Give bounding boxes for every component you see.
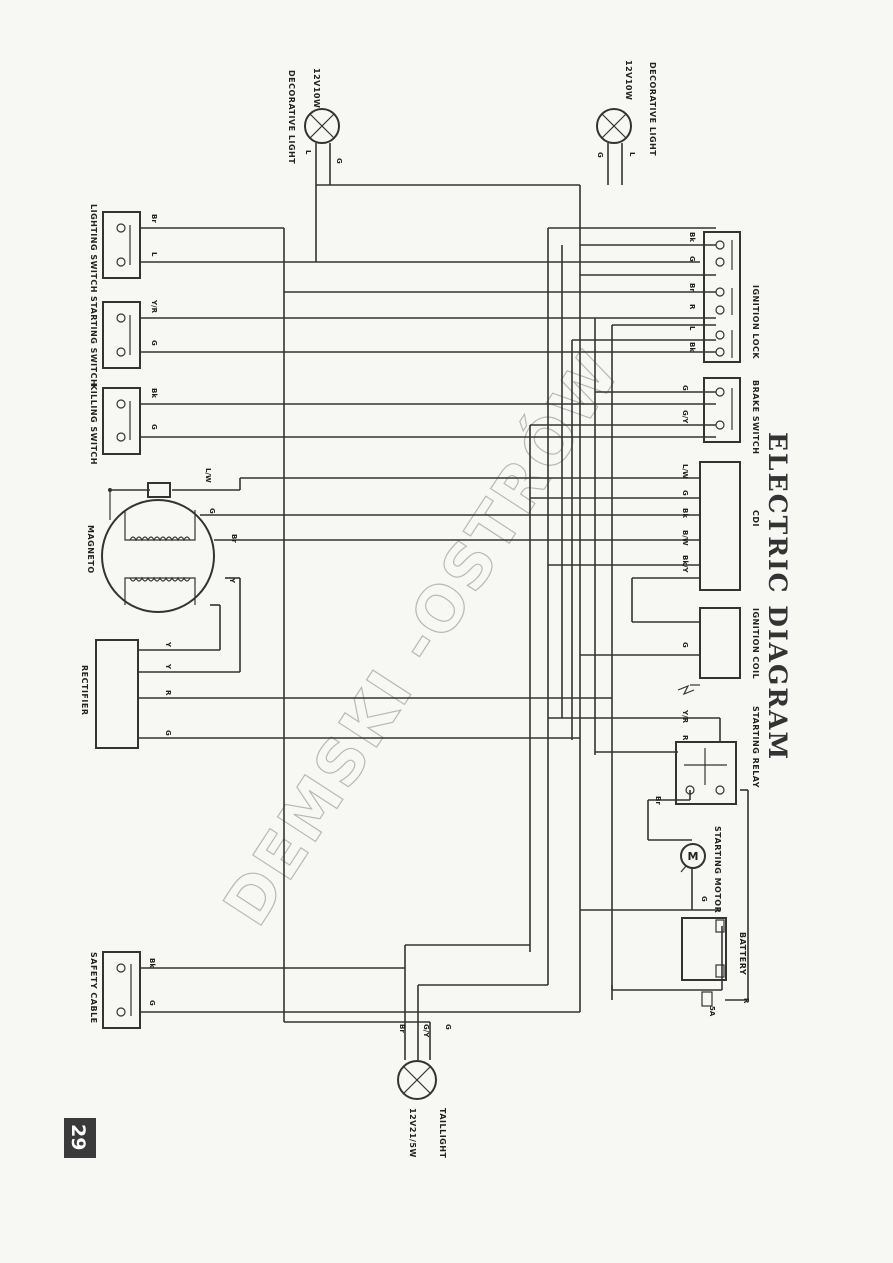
magneto: MAGNETO L/W G Br Y	[86, 468, 238, 613]
wire-label: G/Y	[681, 410, 689, 424]
wire-label: L/W	[681, 464, 689, 479]
decorative-light-right: DECORATIVE LIGHT 12V10W G L	[596, 60, 657, 185]
taillight: TAILLIGHT 12V21/5W Br G/Y G	[397, 1024, 452, 1158]
wire-label: L	[150, 252, 158, 257]
wire-label: R	[681, 735, 689, 741]
magneto-label: MAGNETO	[86, 525, 95, 574]
wire-label: Bk	[688, 232, 696, 242]
decorative-light-right-label: DECORATIVE LIGHT	[648, 62, 657, 156]
wire-label: Y	[164, 663, 172, 670]
wire-label: G	[148, 1000, 156, 1006]
wire-label: G	[444, 1024, 452, 1030]
wire-label: Br	[150, 214, 158, 223]
watermark: DEMSKI -OSTRÓW	[209, 337, 635, 938]
killing-switch: KILLING SWITCH Bk G	[89, 384, 158, 465]
wire-label: L/W	[204, 468, 212, 483]
diagram-title: ELECTRIC DIAGRAM	[763, 432, 792, 761]
rectifier: RECTIFIER Y Y R G	[80, 639, 172, 749]
cdi-label: CDI	[751, 510, 760, 527]
wire-label: G	[150, 340, 158, 346]
starting-motor-label: STARTING MOTOR	[713, 826, 722, 913]
battery-label: BATTERY	[738, 932, 747, 975]
safety-cable-label: SAFETY CABLE	[89, 952, 98, 1024]
decorative-light-right-rating: 12V10W	[624, 60, 633, 100]
wire-label: G	[688, 256, 696, 262]
lighting-switch-label: LIGHTING SWITCH	[89, 204, 98, 293]
fuse: 5A	[701, 991, 716, 1017]
ignition-lock: IGNITION LOCK Bk G Br R L Bk	[688, 231, 760, 363]
starting-motor: M STARTING MOTOR G	[680, 826, 722, 913]
wire-label: L	[688, 326, 696, 331]
wire-label: Y/R	[681, 709, 689, 724]
brake-switch-label: BRAKE SWITCH	[751, 380, 760, 454]
wire-label: Bk	[681, 508, 689, 518]
lighting-switch: LIGHTING SWITCH Br L	[89, 204, 158, 293]
starting-relay-label: STARTING RELAY	[751, 706, 760, 788]
rectifier-label: RECTIFIER	[80, 665, 89, 716]
wiring	[110, 150, 749, 1060]
killing-switch-label: KILLING SWITCH	[89, 384, 98, 465]
wire-label: R	[742, 998, 750, 1004]
fuse-label: 5A	[708, 1006, 716, 1017]
ignition-coil-label: IGNITION COIL	[751, 608, 760, 679]
wire-label: Br	[688, 283, 696, 292]
wire-label: Bk/Y	[681, 555, 689, 574]
cdi: CDI L/W G Bk B/W Bk/Y	[681, 461, 760, 591]
wire-label: G	[700, 896, 708, 902]
decorative-light-left-label: DECORATIVE LIGHT	[287, 70, 296, 164]
wire-label: G	[150, 424, 158, 430]
wire-label: G	[681, 385, 689, 391]
wire-label: B/W	[681, 530, 689, 546]
wire-label: Y	[228, 577, 236, 584]
motor-symbol: M	[688, 850, 699, 863]
wire-label: G	[335, 158, 343, 164]
wire-label: G	[681, 490, 689, 496]
brake-switch: BRAKE SWITCH G G/Y	[681, 377, 760, 454]
wire-label: G	[596, 152, 604, 158]
wire-label: G	[208, 508, 216, 514]
taillight-rating: 12V21/5W	[408, 1108, 417, 1158]
starting-switch-label: STARTING SWITCH	[89, 296, 98, 386]
wire-label: R	[164, 690, 172, 696]
wire-label: Br	[398, 1024, 406, 1033]
wire-label: Br	[654, 796, 662, 805]
taillight-label: TAILLIGHT	[438, 1108, 447, 1158]
decorative-light-left: DECORATIVE LIGHT 12V10W L G	[287, 68, 343, 185]
wire-label: Bk	[688, 342, 696, 352]
safety-cable: SAFETY CABLE Bk G	[89, 951, 156, 1029]
wire-label: G/Y	[422, 1024, 430, 1038]
page-number: 29	[67, 1124, 89, 1150]
decorative-light-left-rating: 12V10W	[312, 68, 321, 108]
wire-label: Y/R	[150, 299, 158, 314]
wire-label: G	[681, 642, 689, 648]
wire-label: Bk	[150, 388, 158, 398]
wire-label: Y	[164, 641, 172, 648]
ignition-coil: IGNITION COIL G	[681, 607, 760, 679]
wire-label: L	[304, 150, 312, 155]
ignition-lock-label: IGNITION LOCK	[751, 285, 760, 359]
wire-label: G	[164, 730, 172, 736]
wire-label: L	[628, 152, 636, 157]
starting-switch: STARTING SWITCH Y/R G	[89, 296, 158, 386]
wire-label: R	[688, 304, 696, 310]
wire-label: Br	[230, 534, 238, 543]
battery: BATTERY R	[681, 917, 750, 1004]
page-number-badge: 29	[64, 1118, 96, 1158]
starting-relay: STARTING RELAY Y/R R Br	[654, 706, 760, 805]
wire-label: Bk	[148, 958, 156, 968]
